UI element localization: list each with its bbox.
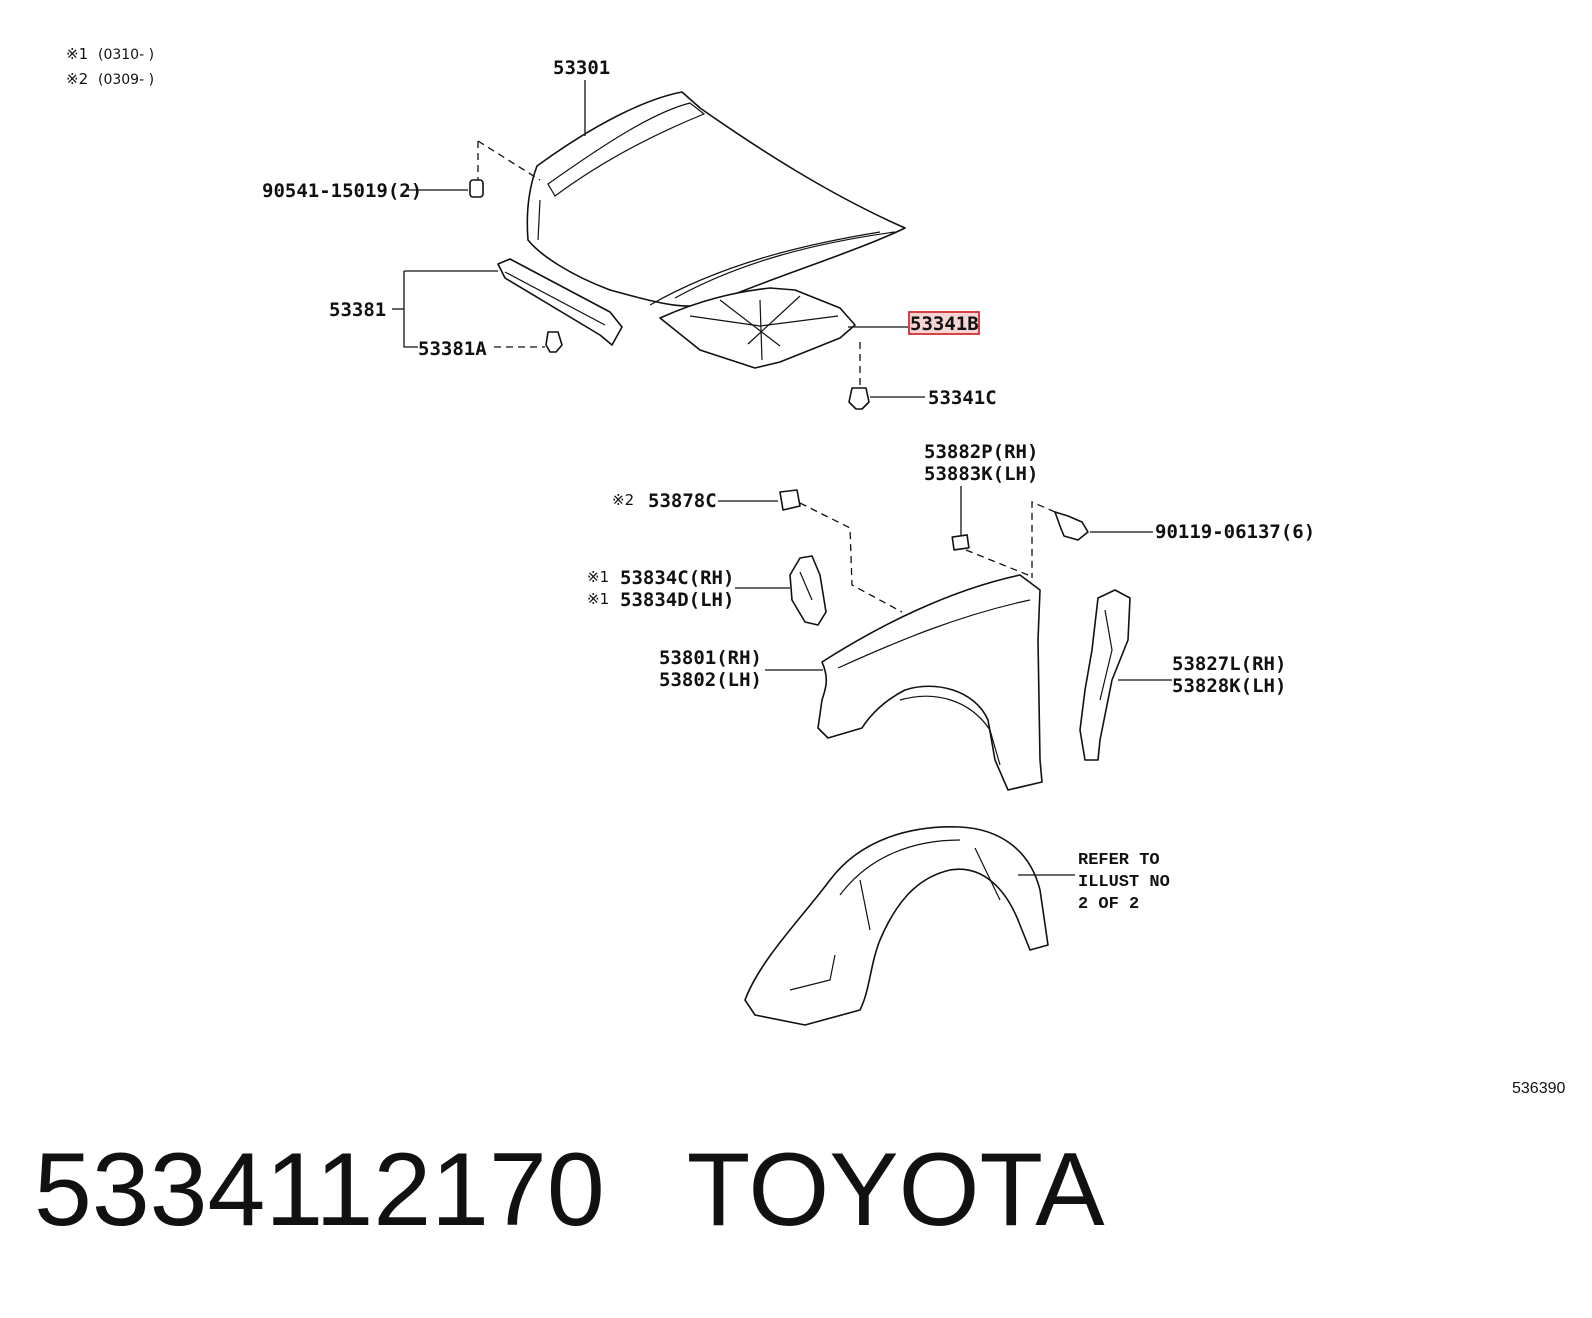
refer-line-2: ILLUST NO [1078,873,1170,892]
fender-bracket-drawing [951,534,970,551]
hood-label: 53301 [553,57,610,79]
part-caption: 5334112170 TOYOTA [34,1135,1105,1245]
bolt-drawing [1054,511,1089,541]
fender-seal-drawing [789,555,827,626]
highlight-box [908,311,980,335]
hood-seal-drawing [497,258,623,346]
fender-seal-rh-label: 53834C(RH) [620,567,734,589]
hood-cushion-drawing [469,179,484,198]
seal-bracket-line [403,271,418,348]
wheel-liner-drawing [744,826,1049,1026]
fender-liner-drawing [1079,589,1131,761]
fender-seal-lh-label: 53834D(LH) [620,589,734,611]
hood-drawing [526,91,906,307]
hood-seal-label: 53381 [329,299,386,321]
hood-insulator-label[interactable]: 53341B [910,313,979,335]
fender-clip-label: 53878C [648,490,717,512]
liner-lh-label: 53828K(LH) [1172,675,1286,697]
fender-clip-mark: ※2 [612,491,634,509]
hood-cushion-label: 90541-15019(2) [262,180,422,202]
illustration-id: 536390 [1512,1080,1565,1097]
note-2-text: (0309- ) [98,72,154,88]
hood-insulator-drawing [659,287,856,369]
note-2-mark: ※2 [66,70,88,88]
seal-rh-mark: ※1 [587,568,609,586]
brand-name: TOYOTA [686,1132,1105,1248]
seal-clip-drawing [545,331,563,353]
front-fender-drawing [817,574,1043,791]
fender-lh-label: 53802(LH) [659,669,762,691]
seal-lh-mark: ※1 [587,590,609,608]
seal-clip-label: 53381A [418,338,487,360]
fender-clip-drawing [779,489,801,511]
note-1-mark: ※1 [66,45,88,63]
refer-line-1: REFER TO [1078,851,1160,870]
note-1-text: (0310- ) [98,47,154,63]
bracket-lh-label: 53883K(LH) [924,463,1038,485]
bolt-label: 90119-06137(6) [1155,521,1315,543]
bracket-rh-label: 53882P(RH) [924,441,1038,463]
insulator-clip-label: 53341C [928,387,997,409]
liner-rh-label: 53827L(RH) [1172,653,1286,675]
fender-rh-label: 53801(RH) [659,647,762,669]
refer-line-3: 2 OF 2 [1078,895,1139,914]
part-number: 5334112170 [34,1132,605,1248]
cushion-dash-line [477,140,541,181]
insulator-clip-drawing [848,387,870,410]
